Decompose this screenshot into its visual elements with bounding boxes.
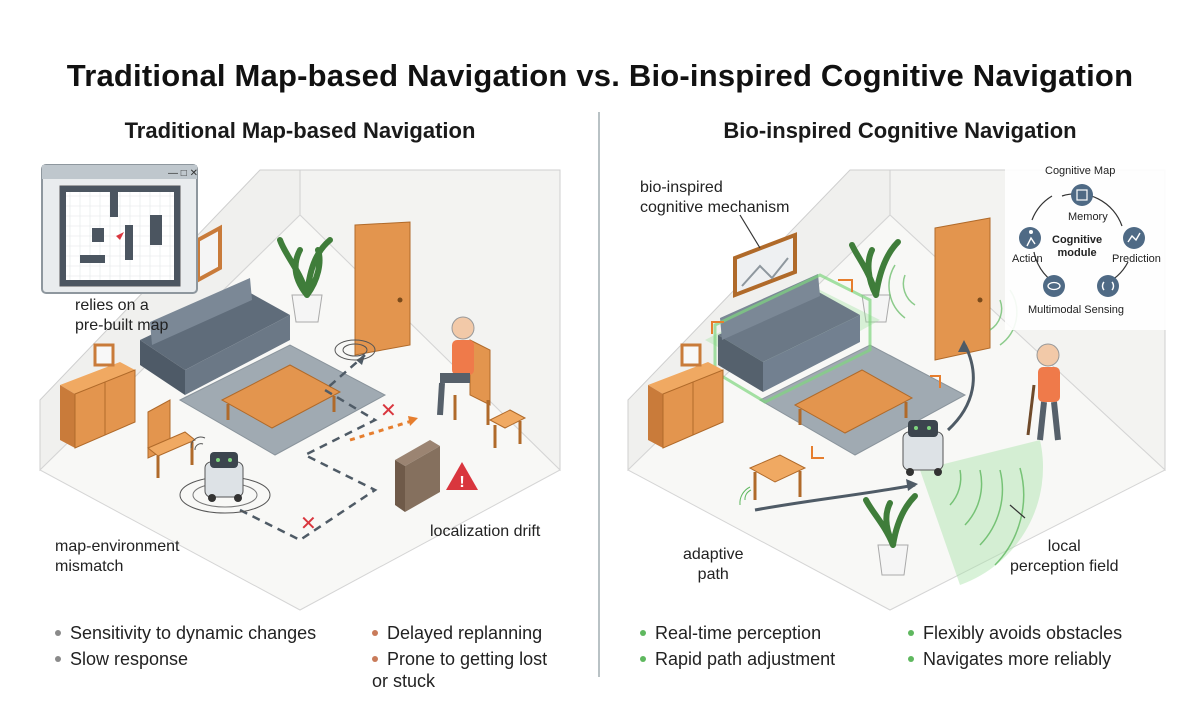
bullet-text: Delayed replanning [387,623,543,643]
warning-icon: ! [446,462,478,491]
right-picture-frame [733,232,797,298]
blocked-x-icon-upper: ✕ [380,400,397,422]
right-coffee-table [793,369,914,434]
left-bullet-3: Delayed replanning [372,622,542,644]
bullet-text: Slow response [70,649,189,669]
bullet-dot [908,630,914,636]
table-detection-corner-2 [930,375,941,388]
right-door-knob [977,297,983,303]
bullet-dot [640,630,646,636]
mechanism-leader-line [739,214,761,249]
left-target-rings [334,339,376,361]
right-door [934,217,991,361]
cognitive-module-diagram [1005,160,1175,330]
label-map-mismatch: map-environment mismatch [55,538,180,575]
label-prebuilt-map: relies on a pre-built map [75,297,169,334]
right-plant-front [863,493,918,576]
cog-label-prediction: Prediction [1112,253,1161,265]
left-replanned-path [349,418,416,442]
prebuilt-map-window: — □ ✕ [41,164,198,294]
adaptive-path-lower [754,483,916,512]
cog-label-multimodal-sensing: Multimodal Sensing [1028,304,1124,316]
svg-text:!: ! [459,474,464,491]
adaptive-path-upper [946,344,975,432]
right-sofa-glowing [705,273,880,404]
right-panel-title: Bio-inspired Cognitive Navigation [723,118,1077,143]
left-bullet-4: Prone to getting lost or stuck [372,648,547,692]
label-bio-mechanism: bio-inspired cognitive mechanism [640,179,790,216]
right-bullet-2: Rapid path adjustment [640,648,835,670]
label-adaptive-path: adaptive path [683,546,744,583]
cog-label-center: Cognitive module [1052,234,1103,259]
bullet-dot [908,656,914,662]
perception-field-arcs [949,467,1025,566]
right-bullet-1: Real-time perception [640,622,821,644]
bullet-dot [640,656,646,662]
right-elderly-person-walking [1026,343,1061,441]
right-cabinet [648,343,724,449]
bullet-dot [55,656,61,662]
local-perception-field-sector [920,440,1044,585]
left-cabinet [60,343,136,449]
cog-label-action: Action [1012,253,1043,265]
panel-divider [598,112,600,677]
bullet-dot [372,630,378,636]
label-local-perception-field: local perception field [1010,538,1119,575]
left-bullet-2: Slow response [55,648,188,670]
cognitive-map-node-icon [1071,184,1093,206]
stool-sensing-arcs [739,486,752,506]
left-plant [277,237,333,323]
left-door-knob [397,297,403,303]
bullet-dot [372,656,378,662]
bullet-text: Rapid path adjustment [655,649,836,669]
label-localization-drift: localization drift [430,523,541,540]
eye-node-icon [1043,275,1065,297]
right-robot [902,420,944,476]
perception-leader-line [1009,504,1026,519]
left-door [354,221,411,356]
bullet-text: Navigates more reliably [923,649,1112,669]
blocked-x-icon-lower: ✕ [300,513,317,535]
left-stool [488,409,527,448]
left-chair [147,399,196,478]
left-sofa [140,278,290,395]
bullet-text: Sensitivity to dynamic changes [70,623,317,643]
sensing-node-icon [1097,275,1119,297]
main-title: Traditional Map-based Navigation vs. Bio… [66,58,1134,93]
bullet-text: Flexibly avoids obstacles [923,623,1123,643]
left-robot [179,452,271,514]
bullet-dot [55,630,61,636]
left-robot-signal-icon [190,436,206,451]
right-bullet-4: Navigates more reliably [908,648,1111,670]
right-bullet-3: Flexibly avoids obstacles [908,622,1122,644]
cog-label-cognitive-map: Cognitive Map [1045,165,1116,177]
cog-label-memory: Memory [1068,211,1108,223]
left-coffee-table [220,364,342,429]
left-bullet-1: Sensitivity to dynamic changes [55,622,316,644]
left-panel-title: Traditional Map-based Navigation [124,118,476,143]
left-obstacle-box [395,440,440,512]
table-detection-corner [811,446,824,459]
left-elderly-person [437,316,491,425]
svg-text:— □ ✕: — □ ✕ [168,168,198,179]
bullet-text: Real-time perception [655,623,822,643]
bullet-text: Prone to getting lost or stuck [372,649,548,691]
right-stool [748,454,807,500]
